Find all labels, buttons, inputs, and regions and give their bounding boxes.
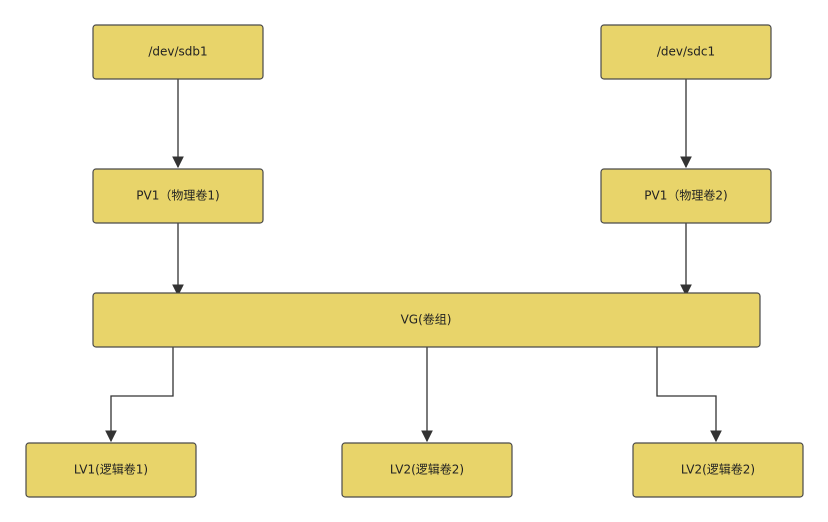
edge-vg-to-lv2-right: [656, 347, 722, 443]
node-pv1-left-label: PV1（物理卷1): [136, 188, 219, 203]
edges: [105, 79, 722, 443]
node-lv2-right-label: LV2(逻辑卷2): [681, 462, 755, 477]
node-pv1-right-label: PV1（物理卷2): [644, 188, 727, 203]
node-lv1[interactable]: LV1(逻辑卷1): [25, 442, 197, 498]
node-vg[interactable]: VG(卷组): [92, 292, 761, 348]
node-vg-label: VG(卷组): [401, 312, 452, 327]
node-lv2-right[interactable]: LV2(逻辑卷2): [632, 442, 804, 498]
node-lv2-mid[interactable]: LV2(逻辑卷2): [341, 442, 513, 498]
node-pv1-right[interactable]: PV1（物理卷2): [600, 168, 772, 224]
node-sdc1[interactable]: /dev/sdc1: [600, 24, 772, 80]
node-lv1-label: LV1(逻辑卷1): [74, 462, 148, 477]
node-sdb1[interactable]: /dev/sdb1: [92, 24, 264, 80]
node-sdb1-label: /dev/sdb1: [148, 45, 207, 59]
node-sdc1-label: /dev/sdc1: [657, 45, 715, 59]
edge-vg-to-lv1: [105, 347, 174, 443]
node-pv1-left[interactable]: PV1（物理卷1): [92, 168, 264, 224]
node-lv2-mid-label: LV2(逻辑卷2): [390, 462, 464, 477]
